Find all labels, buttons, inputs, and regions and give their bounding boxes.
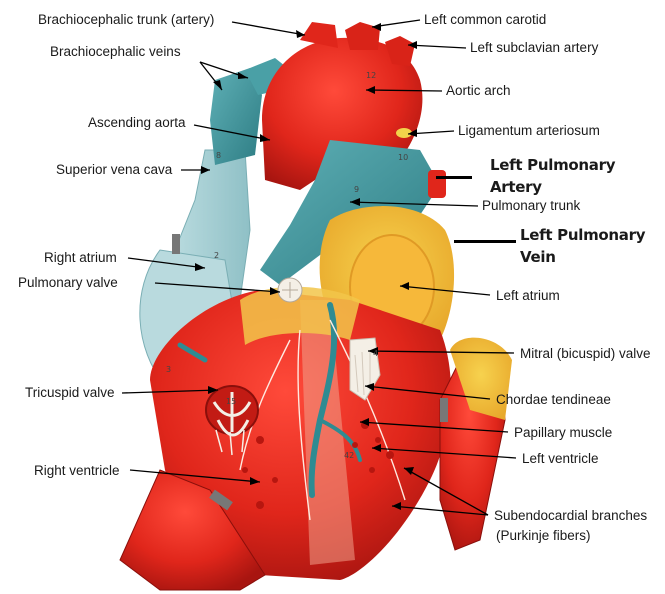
label-left-subclavian-artery: Left subclavian artery: [470, 40, 599, 55]
label-brachiocephalic-trunk: Brachiocephalic trunk (artery): [38, 12, 215, 27]
label-subendocardial-1: Subendocardial branches: [494, 508, 648, 523]
label-left-ventricle: Left ventricle: [522, 451, 599, 466]
label-pulmonary-trunk: Pulmonary trunk: [482, 198, 581, 213]
papillary-muscle-texture: [242, 421, 394, 509]
left-pulmonary-vein-marker: [454, 240, 516, 243]
model-number-8: 8: [216, 151, 221, 160]
label-ligamentum-arteriosum: Ligamentum arteriosum: [458, 123, 600, 138]
left-wall-yellow-cap: [450, 337, 512, 420]
label-chordae-tendineae: Chordae tendineae: [496, 392, 611, 407]
label-left-pulmonary-artery-1: Left Pulmonary: [490, 156, 616, 174]
hinge-top: [172, 234, 180, 254]
label-left-pulmonary-vein-1: Left Pulmonary: [520, 226, 646, 244]
cardiac-vein-right: [177, 342, 208, 363]
ligamentum-arteriosum-shape: [396, 128, 412, 138]
apex-cut-piece: [119, 469, 266, 591]
mitral-chordae: [354, 350, 371, 396]
model-number-12: 12: [366, 71, 376, 80]
coronary-branch-small: [318, 418, 362, 462]
label-right-atrium: Right atrium: [44, 250, 117, 265]
label-ascending-aorta: Ascending aorta: [88, 115, 186, 130]
hinge-right: [440, 398, 448, 422]
label-left-pulmonary-vein-2: Vein: [520, 248, 556, 266]
model-number-10: 10: [398, 153, 408, 162]
brachiocephalic-vein-right-shape: [210, 68, 262, 165]
interventricular-septum: [300, 300, 355, 565]
label-subendocardial-2: (Purkinje fibers): [496, 528, 591, 543]
leader-arrowheads: [195, 23, 417, 510]
label-left-atrium: Left atrium: [496, 288, 560, 303]
tricuspid-chordae: [215, 429, 245, 456]
model-number-4: 4: [373, 349, 378, 358]
label-mitral-valve: Mitral (bicuspid) valve: [520, 346, 651, 361]
model-number-42: 42: [344, 451, 354, 460]
label-left-common-carotid: Left common carotid: [424, 12, 547, 27]
label-right-ventricle: Right ventricle: [34, 463, 120, 478]
label-tricuspid-valve: Tricuspid valve: [25, 385, 115, 400]
left-pulmonary-artery-marker: [436, 176, 472, 179]
label-left-pulmonary-artery-2: Artery: [490, 178, 542, 196]
model-number-9: 9: [354, 185, 359, 194]
left-pulmonary-artery-stub: [428, 170, 446, 198]
brachiocephalic-trunk-shape: [300, 22, 338, 48]
model-number-2: 2: [214, 251, 219, 260]
label-papillary-muscle: Papillary muscle: [514, 425, 613, 440]
pulmonary-valve-cusps: [282, 282, 298, 298]
hinge-bottom: [209, 489, 233, 511]
label-aortic-arch: Aortic arch: [446, 83, 511, 98]
label-pulmonary-valve: Pulmonary valve: [18, 275, 118, 290]
model-number-15: 15: [226, 397, 236, 406]
coronary-fat-shape: [240, 286, 360, 345]
leader-lines: [121, 19, 517, 516]
label-superior-vena-cava: Superior vena cava: [56, 162, 173, 177]
label-brachiocephalic-veins: Brachiocephalic veins: [50, 44, 181, 59]
left-subclavian-shape: [385, 36, 415, 66]
model-number-3: 3: [166, 365, 171, 374]
tricuspid-cusps: [212, 392, 252, 437]
left-common-carotid-shape: [345, 22, 380, 50]
